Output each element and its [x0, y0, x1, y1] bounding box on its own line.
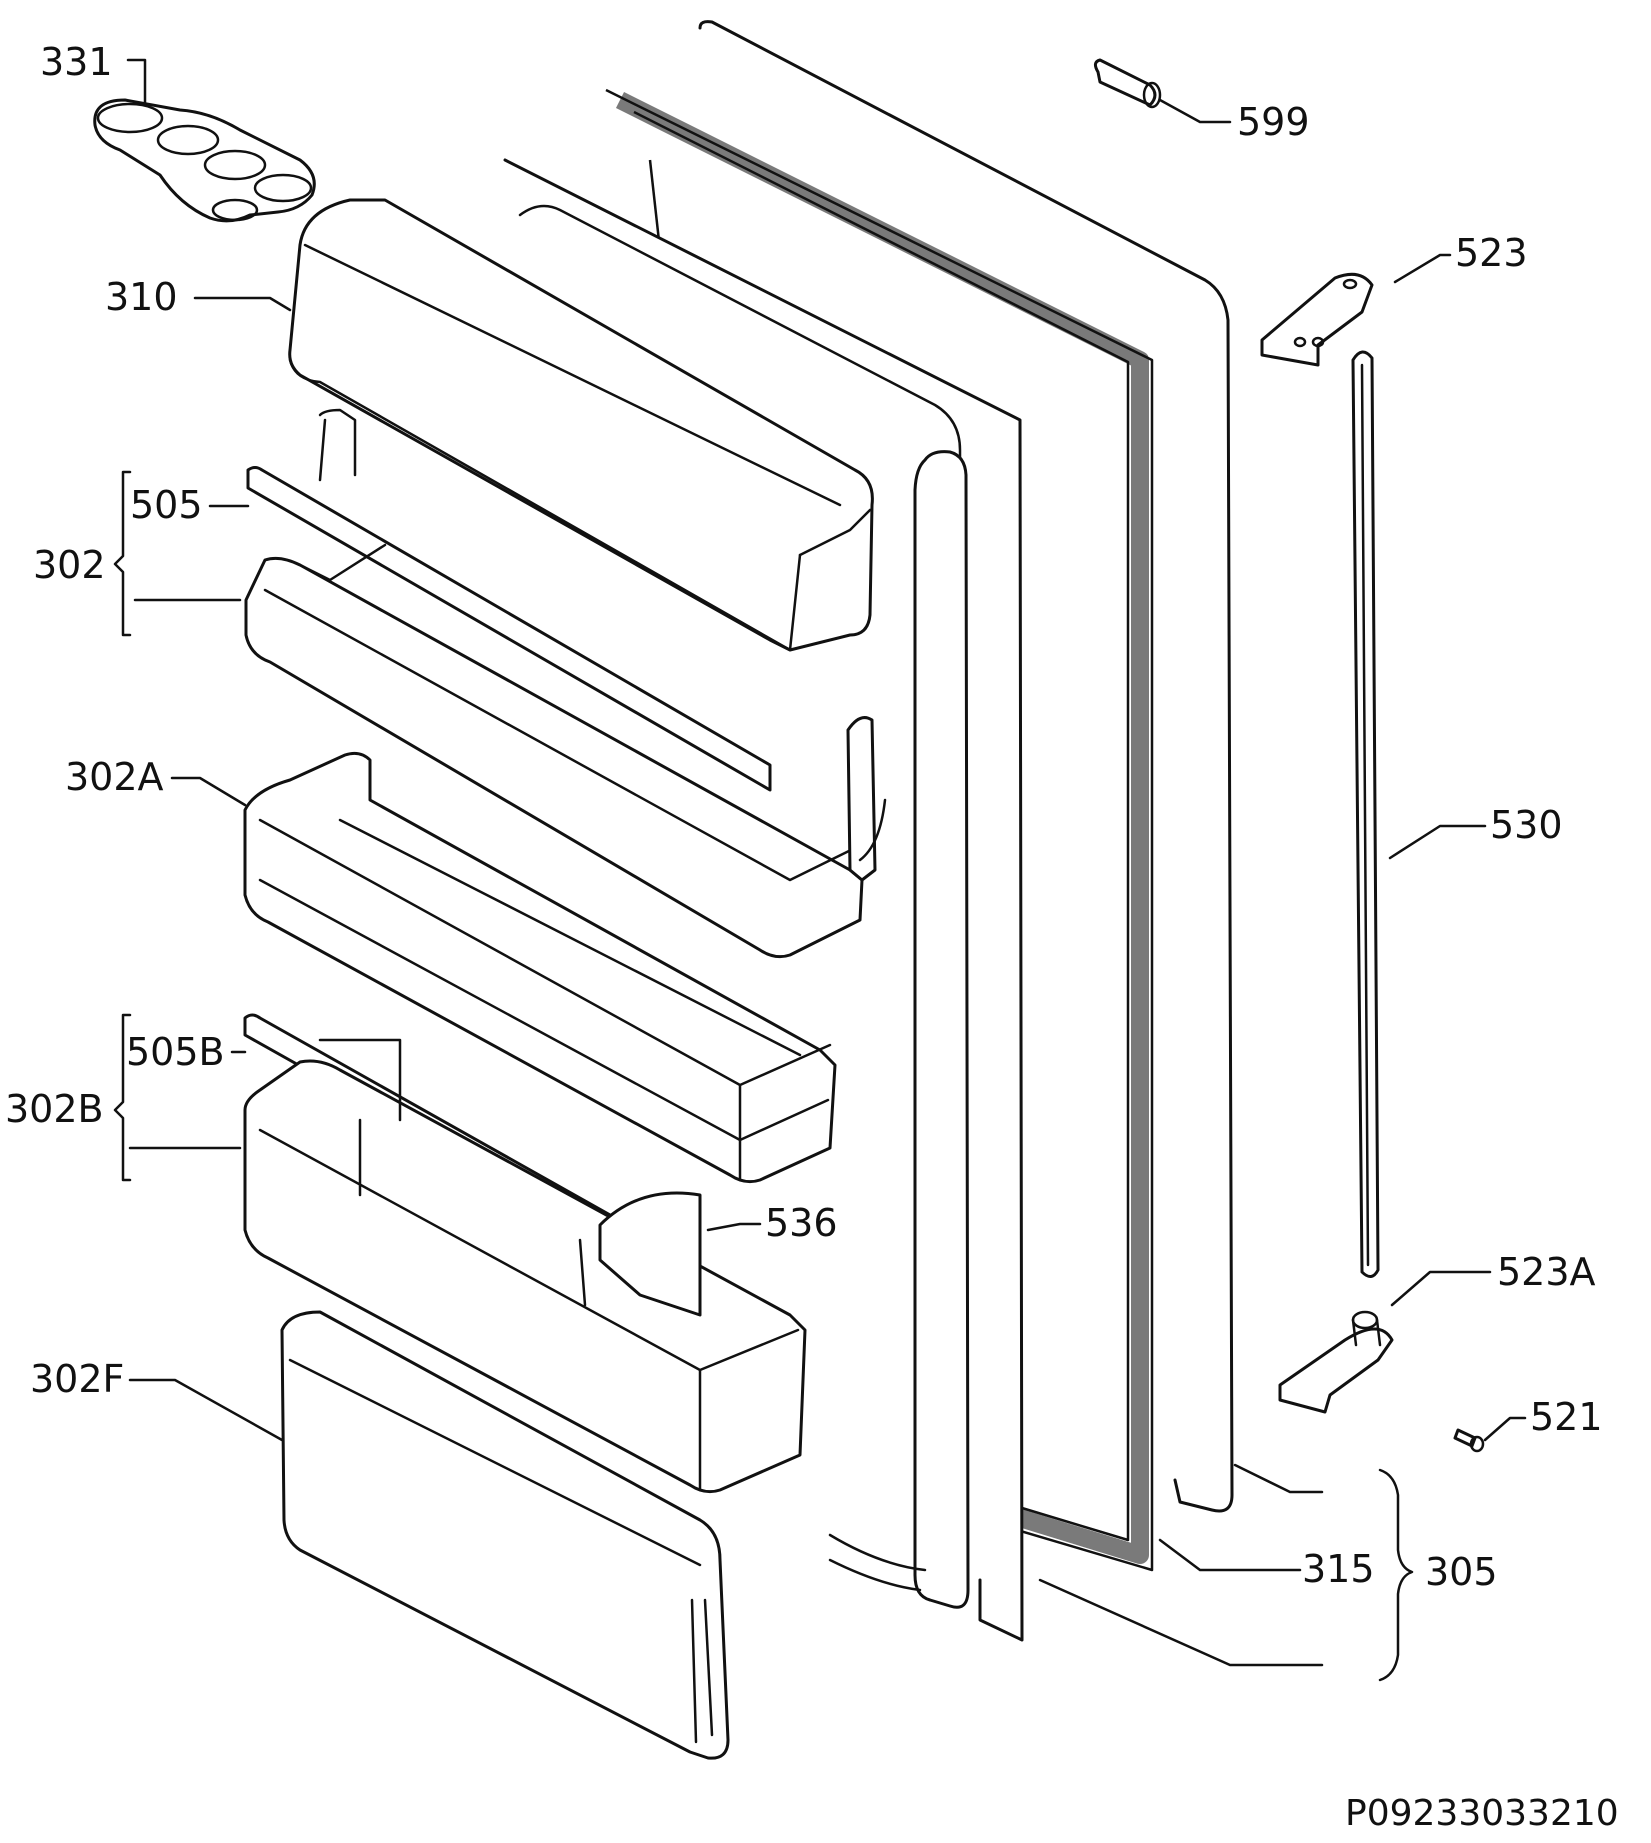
label-331: 331	[40, 40, 113, 84]
lower-door-shelf	[243, 1013, 807, 1494]
hinge-pin	[1093, 58, 1162, 109]
label-302b: 302B	[5, 1087, 104, 1131]
label-305: 305	[1425, 1550, 1498, 1594]
leader-lines	[126, 58, 1527, 1667]
dairy-compartment	[288, 198, 874, 652]
drawing-code: P09233033210	[1345, 1793, 1619, 1834]
label-530: 530	[1490, 803, 1563, 847]
label-505b: 505B	[126, 1030, 225, 1074]
upper-hinge	[1260, 272, 1374, 367]
label-315: 315	[1302, 1547, 1375, 1591]
label-310: 310	[105, 275, 178, 319]
label-536: 536	[765, 1201, 838, 1245]
egg-tray	[93, 98, 316, 223]
part-labels: 331 310 505 302 302A 505B 302B 536 302F …	[5, 40, 1619, 1834]
label-599: 599	[1237, 100, 1310, 144]
label-521: 521	[1530, 1395, 1603, 1439]
label-523a: 523A	[1497, 1250, 1596, 1294]
middle-door-shelf	[243, 751, 837, 1184]
label-302: 302	[33, 543, 106, 587]
door-handle	[1351, 350, 1380, 1278]
upper-door-shelf	[244, 408, 887, 959]
label-523: 523	[1455, 231, 1528, 275]
door-flap	[280, 1310, 730, 1760]
label-302a: 302A	[65, 755, 164, 799]
lower-hinge	[1278, 1310, 1394, 1414]
group-brackets	[113, 470, 1414, 1682]
screw	[1453, 1428, 1485, 1453]
label-505: 505	[130, 483, 203, 527]
label-302f: 302F	[30, 1357, 124, 1401]
